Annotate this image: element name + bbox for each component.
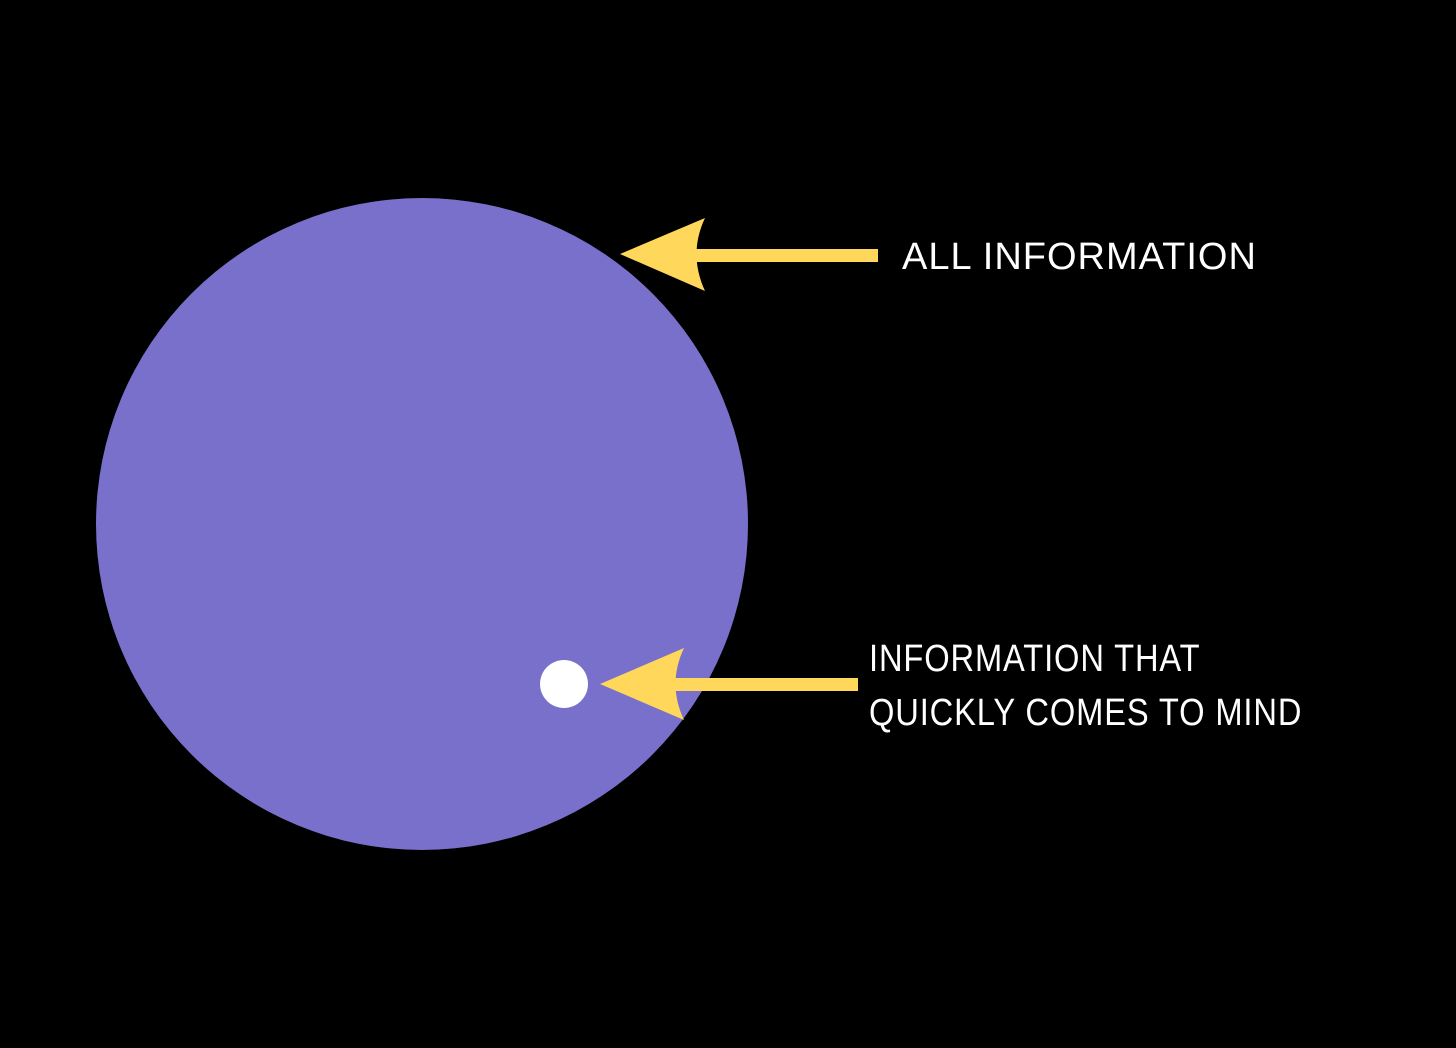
all-information-arrow (620, 218, 878, 291)
quick-information-label-line1: INFORMATION THAT (869, 638, 1201, 680)
quick-information-label-line2: QUICKLY COMES TO MIND (869, 692, 1303, 734)
arrow-head (600, 648, 684, 720)
all-information-label: ALL INFORMATION (902, 236, 1257, 278)
all-information-circle (96, 198, 748, 850)
quick-information-arrow (600, 648, 858, 720)
quick-information-dot (540, 660, 588, 708)
quick-information-label: INFORMATION THAT QUICKLY COMES TO MIND (869, 632, 1302, 740)
arrow-shaft (690, 249, 878, 262)
arrow-head (620, 218, 705, 291)
arrow-shaft (670, 678, 858, 691)
